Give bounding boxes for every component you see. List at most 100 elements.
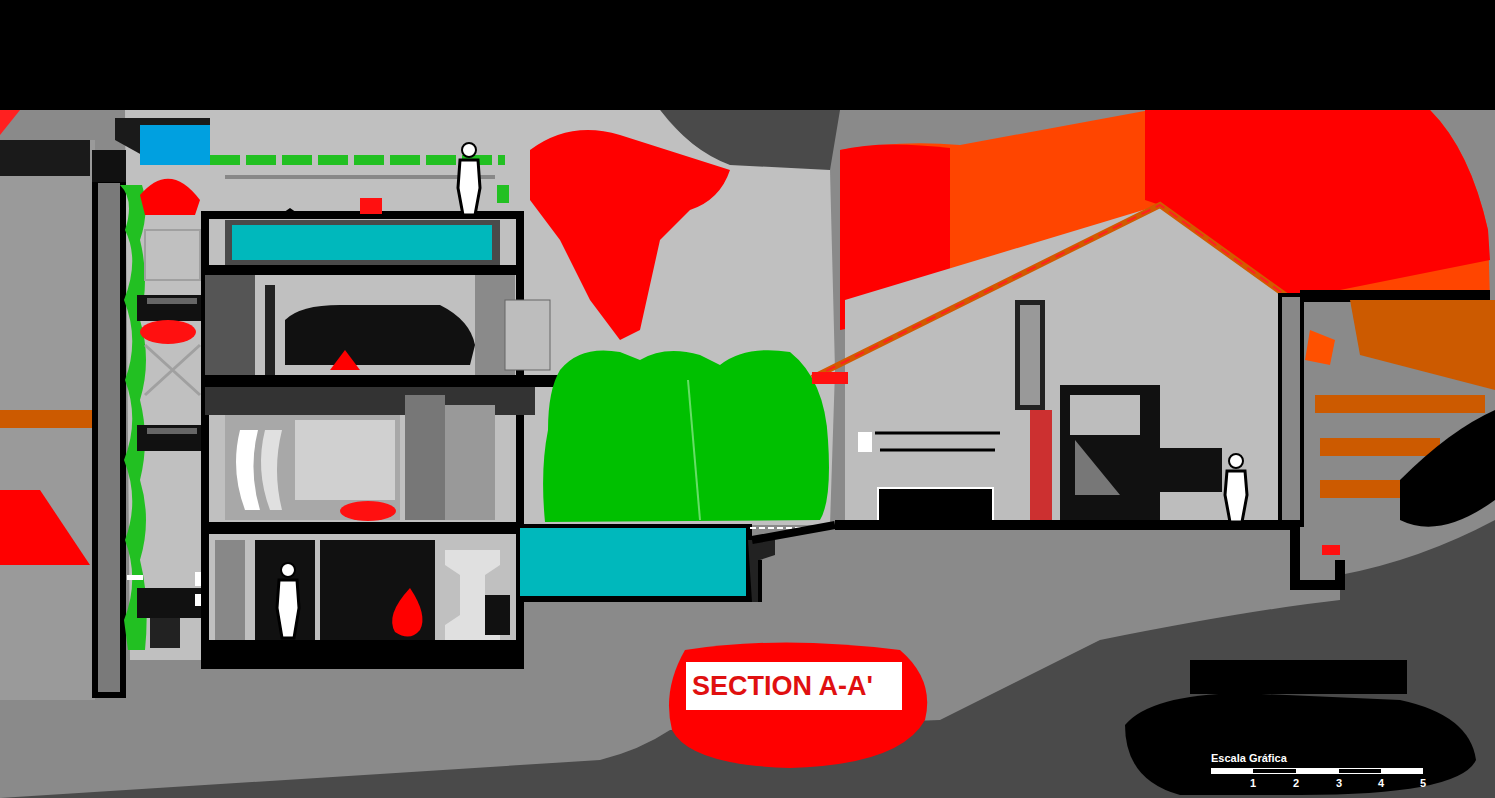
right-house-shape [812,205,1292,378]
right-house-shape [1075,440,1120,495]
right-house-shape [1070,395,1140,435]
tall-wall-shape [115,118,210,165]
courtyard-pool-shape [516,524,752,602]
left-building-shape [205,375,580,387]
human-figures-shape [281,563,295,577]
right-house-shape [1015,300,1045,410]
right-exterior-shape [1320,480,1410,498]
right-house-shape [812,205,1292,378]
terrace-elements-shape [137,425,205,451]
scale-block-shape [1125,693,1476,795]
scale-block-shape [1253,769,1296,773]
terrace-elements-shape [147,298,197,304]
left-building-shape [205,275,255,375]
scale-number: 4 [1378,777,1384,790]
terrace-elements-shape [145,345,200,395]
right-house-shape [812,372,848,384]
left-building-shape [225,415,400,520]
left-building-shape [225,220,500,265]
green-wall-shape [120,185,147,650]
right-exterior [1300,290,1495,555]
terrace-elements [127,179,205,648]
left-building-shape [285,305,475,365]
right-house-shape [1060,385,1160,525]
title-backdrop-shape [669,643,927,769]
ground-shape [0,140,95,700]
terrace-elements-shape [147,428,197,434]
left-building-shape [205,265,520,275]
human-figures-shape [277,580,299,638]
tall-wall [92,118,210,695]
right-house [752,205,1340,602]
ground-shape [0,410,95,428]
right-house-shape [1020,305,1040,405]
right-exterior-shape [1305,330,1335,365]
terrace-elements-shape [137,295,205,321]
terrace-elements-shape [145,230,200,280]
left-building-shape [265,285,275,375]
scale-number: 5 [1420,777,1426,790]
scale-block-shape [1211,768,1423,774]
human-figures-shape [458,160,480,215]
scale-block-shape [1339,769,1381,773]
left-building-shape [205,640,520,664]
left-building-shape [505,300,550,370]
right-house-shape [758,560,762,602]
rooftop-railing-shape [497,185,509,203]
scale-number: 3 [1336,777,1342,790]
trees [543,350,829,522]
right-house-shape [1160,448,1222,492]
title-backdrop [669,643,927,769]
courtyard-pool-shape [520,528,746,596]
scale-number: 1 [1250,777,1256,790]
human-figures [277,143,1247,638]
scale-number: 2 [1293,777,1299,790]
right-house-shape [858,432,872,452]
courtyard-pool [516,524,835,602]
terrace-elements-shape [140,179,200,215]
left-building-shape [392,588,422,637]
terrace-elements-shape [150,618,180,648]
right-house-shape [878,488,993,525]
tall-wall-shape [95,180,123,695]
right-house-shape [1030,410,1052,525]
right-house-shape [875,433,1000,450]
ground-shape [0,490,90,565]
left-building-shape [330,350,360,370]
scale-caption: Escala Gráfica [1211,752,1287,765]
left-building-shape [255,540,315,640]
trees-shape [688,380,700,520]
human-figures-shape [462,143,476,157]
courtyard-pool-shape [748,540,775,602]
left-building-shape [340,501,396,521]
left-building-shape [261,430,282,510]
section-title: SECTION A-A' [686,662,902,710]
rooftop-railing-shape [280,208,300,215]
ground-shape [0,110,20,135]
scale-block [1125,660,1476,795]
ground-shape [0,0,1495,110]
left-building-shape [205,215,520,665]
rooftop-railing [210,160,509,215]
left-building-shape [485,595,510,635]
right-exterior-shape [1315,395,1485,413]
tall-wall-shape [92,150,126,182]
left-building-shape [232,225,492,260]
scale-block-shape [1190,660,1407,694]
left-building-shape [215,540,245,640]
sky-roof-colour-shape [530,130,730,340]
terrace-elements-shape [127,575,143,580]
right-house-shape [1280,295,1302,525]
human-figures-shape [1229,454,1243,468]
left-building-shape [405,395,445,520]
rooftop-railing-shape [360,198,382,214]
right-house-shape [835,525,1340,585]
ground-shape [0,140,90,176]
tall-wall-shape [140,125,210,165]
terrace-elements-shape [140,320,196,344]
right-exterior-shape [1350,300,1495,390]
left-building-shape [445,405,495,520]
trees-shape [543,350,829,522]
right-exterior-shape [1322,545,1340,555]
